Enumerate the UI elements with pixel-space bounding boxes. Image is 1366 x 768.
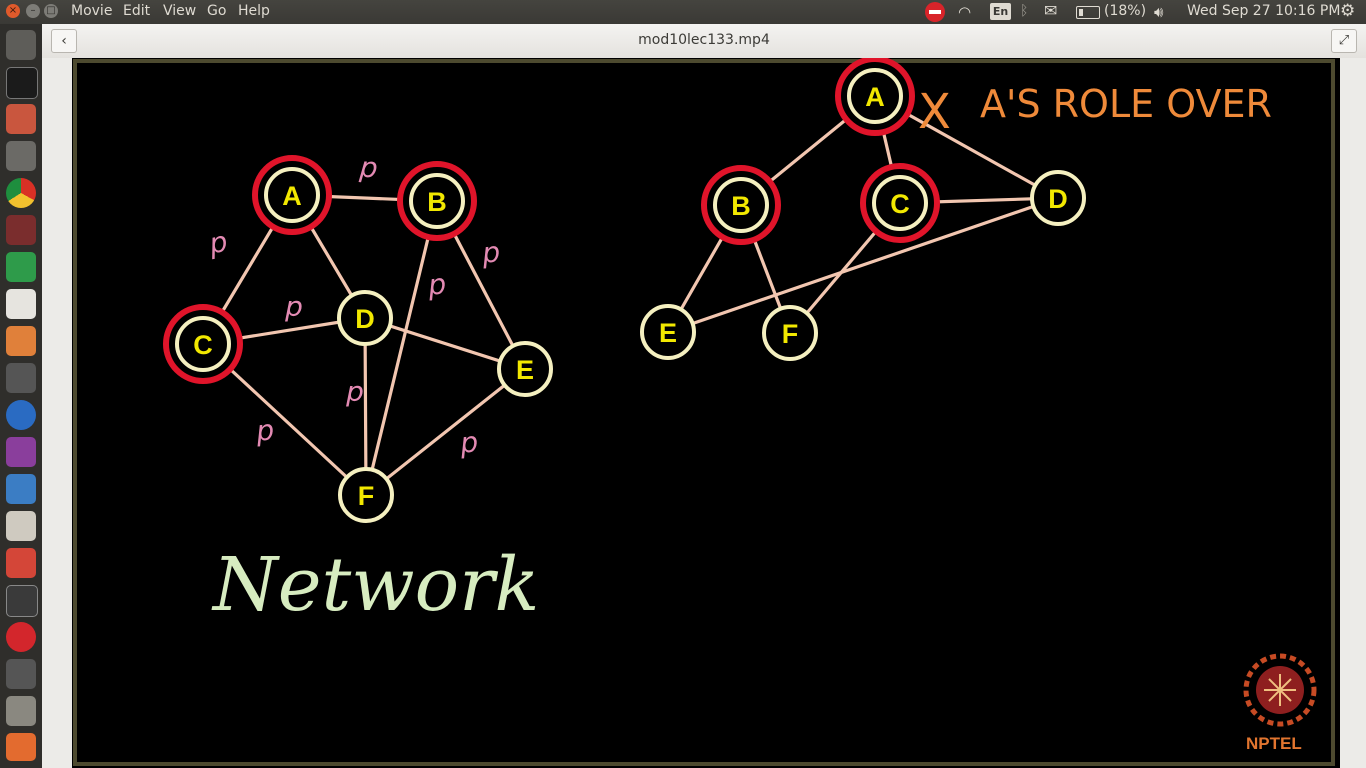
probability-label: p bbox=[284, 290, 303, 323]
sublime-text-icon[interactable] bbox=[6, 141, 36, 171]
left-graph-node-label-e: E bbox=[516, 355, 534, 385]
left-graph-edge-b-f bbox=[364, 199, 439, 497]
window-header: ‹ mod10lec133.mp4 ⤢ bbox=[42, 24, 1366, 59]
probability-label: p bbox=[345, 375, 364, 408]
ipython-icon[interactable] bbox=[6, 585, 38, 617]
scanner-icon[interactable] bbox=[6, 696, 36, 726]
right-graph-node-c bbox=[872, 175, 928, 231]
right-graph-node-label-d: D bbox=[1048, 184, 1068, 214]
menu-edit[interactable]: Edit bbox=[123, 3, 151, 19]
left-graph-node-label-b: B bbox=[427, 187, 447, 217]
right-graph-node-label-e: E bbox=[659, 318, 677, 348]
left-graph-node-label-c: C bbox=[193, 330, 213, 360]
clock[interactable]: Wed Sep 27 10:16 PM bbox=[1187, 3, 1341, 19]
left-graph-node-b bbox=[409, 173, 465, 229]
probability-label: p bbox=[458, 425, 480, 460]
mail-icon[interactable]: ✉ bbox=[1044, 1, 1058, 20]
probability-label: p bbox=[206, 225, 230, 261]
menu-view[interactable]: View bbox=[163, 3, 197, 19]
r-language-icon[interactable] bbox=[6, 400, 36, 430]
left-graph-node-f bbox=[338, 467, 394, 523]
launcher bbox=[0, 24, 43, 768]
video-player-icon[interactable] bbox=[6, 363, 36, 393]
right-graph-node-a bbox=[847, 68, 903, 124]
maximize-window-icon[interactable]: □ bbox=[44, 4, 58, 18]
keyboard-layout-icon[interactable]: En bbox=[990, 3, 1011, 20]
minimize-window-icon[interactable]: – bbox=[26, 4, 40, 18]
left-graph-node-label-d: D bbox=[355, 304, 375, 334]
text-editor-icon[interactable] bbox=[6, 511, 36, 541]
wifi-icon[interactable]: ◠ bbox=[958, 3, 972, 21]
back-button[interactable]: ‹ bbox=[51, 29, 77, 53]
menu-movie[interactable]: Movie bbox=[71, 3, 113, 19]
chrome-icon[interactable] bbox=[6, 178, 36, 208]
gp-icon[interactable] bbox=[6, 659, 36, 689]
left-graph-node-d bbox=[337, 290, 393, 346]
right-graph-node-label-a: A bbox=[865, 82, 885, 112]
spreadsheet-icon[interactable] bbox=[6, 252, 36, 282]
right-graph-node-f bbox=[762, 305, 818, 361]
left-graph-node-label-f: F bbox=[358, 481, 375, 511]
right-graph-node-e bbox=[640, 304, 696, 360]
left-graph-node-e bbox=[497, 341, 553, 397]
left-graph-edge-d-f bbox=[363, 316, 368, 497]
left-graph-node-c bbox=[175, 316, 231, 372]
dash-home-icon[interactable] bbox=[6, 30, 36, 60]
right-graph-node-label-b: B bbox=[731, 191, 751, 221]
toolbox-icon[interactable] bbox=[6, 733, 36, 761]
cross-annotation: X bbox=[918, 84, 951, 140]
menu-help[interactable]: Help bbox=[238, 3, 270, 19]
role-over-annotation: A'S ROLE OVER bbox=[980, 82, 1272, 126]
left-graph-edge-e-f bbox=[364, 367, 527, 497]
battery-icon[interactable] bbox=[1076, 6, 1100, 19]
nptel-logo-text: NPTEL bbox=[1246, 734, 1302, 753]
right-graph-node-label-f: F bbox=[782, 319, 799, 349]
right-graph-node-b bbox=[713, 177, 769, 233]
media-icon[interactable] bbox=[6, 437, 36, 467]
close-window-icon[interactable]: × bbox=[6, 4, 20, 18]
stop-icon[interactable] bbox=[925, 2, 945, 22]
right-graph-node-label-c: C bbox=[890, 189, 910, 219]
terminal-icon[interactable] bbox=[6, 67, 38, 99]
fullscreen-button[interactable]: ⤢ bbox=[1331, 29, 1357, 53]
pdf-reader-icon[interactable] bbox=[6, 289, 36, 319]
left-graph-node-label-a: A bbox=[282, 181, 302, 211]
right-graph-edge-d-e bbox=[666, 196, 1060, 334]
probability-label: p bbox=[358, 150, 380, 185]
top-menu-bar: × – □ Movie Edit View Go Help ◠ En ᛒ ✉ (… bbox=[0, 0, 1366, 24]
battery-percent[interactable]: (18%) bbox=[1104, 3, 1147, 19]
opera-icon[interactable] bbox=[6, 622, 36, 652]
gmail-icon[interactable] bbox=[6, 548, 36, 578]
network-caption: Network bbox=[211, 542, 539, 628]
volume-icon[interactable]: 🔊︎ bbox=[1154, 3, 1164, 21]
presentation-icon[interactable] bbox=[6, 326, 36, 356]
system-tool-icon[interactable] bbox=[6, 215, 36, 245]
bluetooth-icon[interactable]: ᛒ bbox=[1020, 3, 1029, 19]
file-cabinet-icon[interactable] bbox=[6, 104, 36, 134]
menu-go[interactable]: Go bbox=[207, 3, 227, 19]
probability-label: p bbox=[254, 413, 276, 448]
nptel-logo-icon bbox=[1243, 653, 1317, 727]
gear-icon[interactable]: ⚙ bbox=[1340, 1, 1356, 21]
document-icon[interactable] bbox=[6, 474, 36, 504]
right-graph-node-d bbox=[1030, 170, 1086, 226]
probability-label: p bbox=[480, 235, 502, 270]
window-title: mod10lec133.mp4 bbox=[638, 32, 770, 48]
left-graph-node-a bbox=[264, 167, 320, 223]
probability-label: p bbox=[426, 267, 448, 302]
